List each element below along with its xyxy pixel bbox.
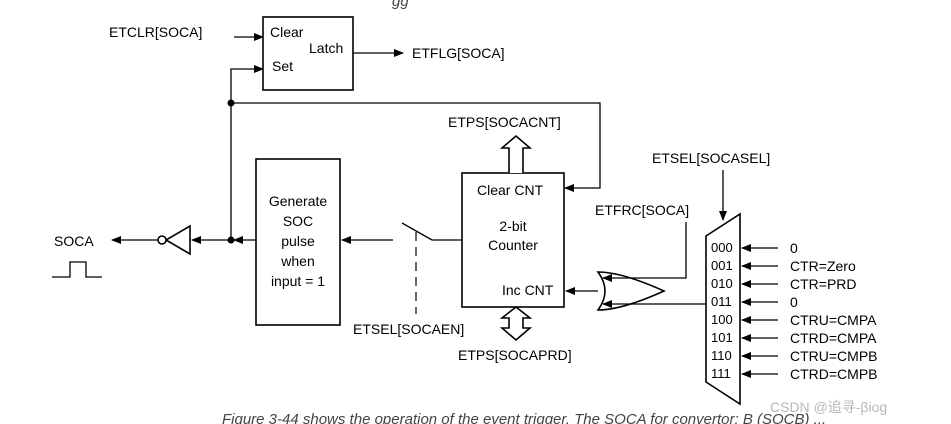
etsel-socaen-label: ETSEL[SOCAEN] (353, 321, 464, 337)
mux-signal-2: CTR=PRD (790, 276, 857, 292)
etps-socacnt-label: ETPS[SOCACNT] (448, 114, 561, 130)
latch-clear-label: Clear (270, 24, 304, 40)
mux-signal-0: 0 (790, 240, 798, 256)
inverter-bubble (157, 235, 167, 245)
latch-set-wire (230, 65, 264, 103)
mux-row-0: 000 0 (711, 240, 798, 256)
mux-code-001: 001 (711, 258, 733, 273)
mux-code-011: 011 (711, 294, 732, 309)
pulse-waveform-icon (52, 261, 102, 278)
mux-signal-6: CTRU=CMPB (790, 348, 878, 364)
mux-signal-4: CTRU=CMPA (790, 312, 877, 328)
generator-line-5: input = 1 (271, 273, 325, 289)
soca-label: SOCA (54, 233, 94, 249)
mux-row-3: 011 0 (711, 294, 798, 310)
generator-line-3: pulse (281, 233, 315, 249)
caption-top-fragment: gg (392, 0, 409, 10)
feedback-clear-wire (231, 102, 601, 192)
etfrc-soca-label: ETFRC[SOCA] (595, 202, 689, 218)
generator-line-4: when (280, 253, 314, 269)
counter-title-line-2: Counter (488, 237, 538, 253)
counter-clear-label: Clear CNT (477, 182, 544, 198)
latch-block (262, 16, 354, 91)
mux-code-100: 100 (711, 312, 733, 327)
mux-row-1: 001 CTR=Zero (711, 258, 856, 274)
mux-row-5: 101 CTRD=CMPA (711, 330, 877, 346)
generator-line-2: SOC (283, 213, 313, 229)
mux-signal-7: CTRD=CMPB (790, 366, 878, 382)
junction-dot-top (227, 99, 235, 107)
mux-signal-1: CTR=Zero (790, 258, 856, 274)
generate-soc-pulse-block (255, 158, 341, 326)
mux-code-111: 111 (711, 366, 731, 381)
mux-code-101: 101 (711, 330, 733, 345)
counter-inc-label: Inc CNT (502, 282, 554, 298)
etsel-socasel-label: ETSEL[SOCASEL] (652, 150, 770, 166)
mux-code-000: 000 (711, 240, 733, 255)
latch-latch-label: Latch (309, 40, 343, 56)
inverter-buffer (164, 224, 191, 256)
mux-row-4: 100 CTRU=CMPA (711, 312, 877, 328)
switch-blade (401, 222, 433, 241)
mux-code-010: 010 (711, 276, 733, 291)
latch-set-label: Set (272, 58, 293, 74)
mux-row-2: 010 CTR=PRD (711, 276, 857, 292)
etps-socaprd-label: ETPS[SOCAPRD] (458, 347, 572, 363)
generator-line-1: Generate (269, 193, 328, 209)
csdn-watermark: CSDN @追寻-βiog (770, 399, 887, 415)
soca-select-mux (705, 212, 741, 406)
mux-row-6: 110 CTRU=CMPB (711, 348, 878, 364)
etclr-soca-label: ETCLR[SOCA] (109, 24, 202, 40)
mux-signal-5: CTRD=CMPA (790, 330, 877, 346)
two-bit-counter-block (461, 172, 565, 308)
etfrc-to-or-arrow (602, 222, 687, 282)
socacnt-hollow-arrow (499, 134, 533, 173)
mux-row-7: 111 CTRD=CMPB (711, 366, 878, 382)
caption-bottom-fragment: Figure 3-44 shows the operation of the e… (222, 411, 826, 424)
etflg-soca-label: ETFLG[SOCA] (412, 45, 505, 61)
mux-signal-3: 0 (790, 294, 798, 310)
counter-title-line-1: 2-bit (499, 218, 526, 234)
mux-code-110: 110 (711, 348, 732, 363)
socaprd-double-arrow (499, 305, 533, 342)
